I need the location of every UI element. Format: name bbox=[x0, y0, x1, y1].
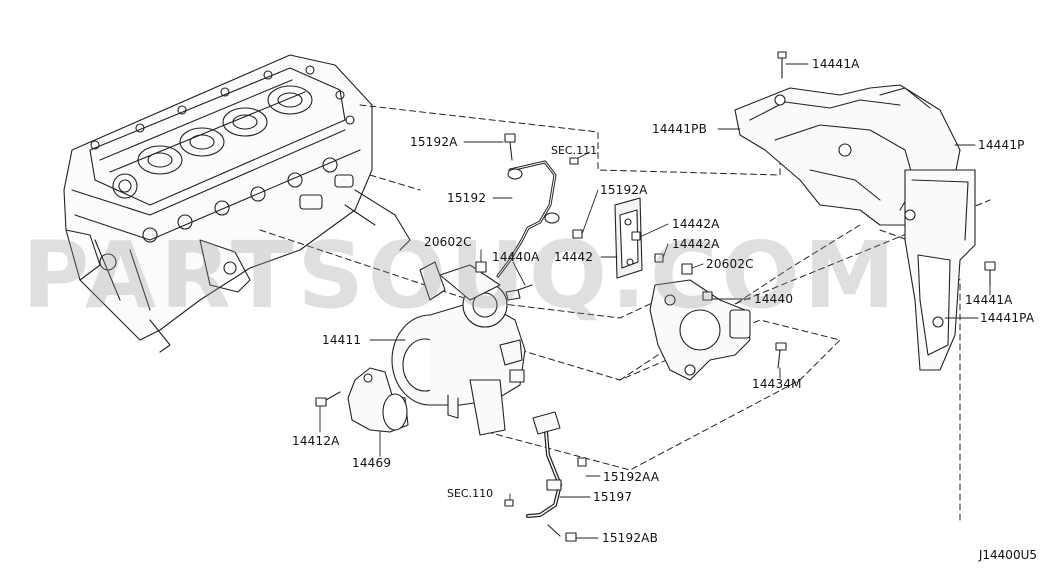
part-label-14441pb[interactable]: 14441PB bbox=[652, 122, 708, 136]
exhaust-outlet-illustration bbox=[649, 279, 751, 381]
part-label-14412a[interactable]: 14412A bbox=[292, 434, 340, 448]
turbocharger-illustration bbox=[391, 261, 526, 436]
oil-return-pipe-illustration bbox=[526, 411, 562, 518]
part-label-14442a-1[interactable]: 14442A bbox=[672, 217, 720, 231]
leader-lines bbox=[319, 63, 991, 539]
gasket-illustration bbox=[614, 197, 643, 279]
reference-sec111[interactable]: SEC.111 bbox=[551, 144, 598, 157]
drawing-code: J14400U5 bbox=[978, 548, 1037, 562]
part-label-14440a[interactable]: 14440A bbox=[492, 250, 540, 264]
part-label-15192aa[interactable]: 15192AA bbox=[603, 470, 660, 484]
part-label-20602c-left[interactable]: 20602C bbox=[424, 235, 472, 249]
part-label-20602c-right[interactable]: 20602C bbox=[706, 257, 754, 271]
part-label-14440[interactable]: 14440 bbox=[754, 292, 794, 306]
part-label-15192a-top[interactable]: 15192A bbox=[410, 135, 458, 149]
oil-feed-pipe-illustration bbox=[496, 160, 560, 278]
lower-heat-shield-illustration bbox=[904, 169, 976, 371]
part-label-14434m[interactable]: 14434M bbox=[752, 377, 802, 391]
part-label-14441a-right[interactable]: 14441A bbox=[965, 293, 1013, 307]
part-label-14442[interactable]: 14442 bbox=[554, 250, 594, 264]
part-label-14441pa[interactable]: 14441PA bbox=[980, 311, 1035, 325]
part-label-15197[interactable]: 15197 bbox=[593, 490, 633, 504]
part-label-15192ab[interactable]: 15192AB bbox=[602, 531, 659, 545]
part-label-14411[interactable]: 14411 bbox=[322, 333, 362, 347]
part-label-14441a-top[interactable]: 14441A bbox=[812, 57, 860, 71]
bolts-and-nuts bbox=[315, 51, 996, 542]
reference-sec110[interactable]: SEC.110 bbox=[447, 487, 494, 500]
part-label-15192[interactable]: 15192 bbox=[447, 191, 487, 205]
intake-elbow-illustration bbox=[347, 367, 409, 433]
part-label-15192a-mid[interactable]: 15192A bbox=[600, 183, 648, 197]
part-label-14469[interactable]: 14469 bbox=[352, 456, 392, 470]
part-label-14441p[interactable]: 14441P bbox=[978, 138, 1025, 152]
cylinder-head-illustration bbox=[63, 54, 411, 353]
part-label-14442a-2[interactable]: 14442A bbox=[672, 237, 720, 251]
